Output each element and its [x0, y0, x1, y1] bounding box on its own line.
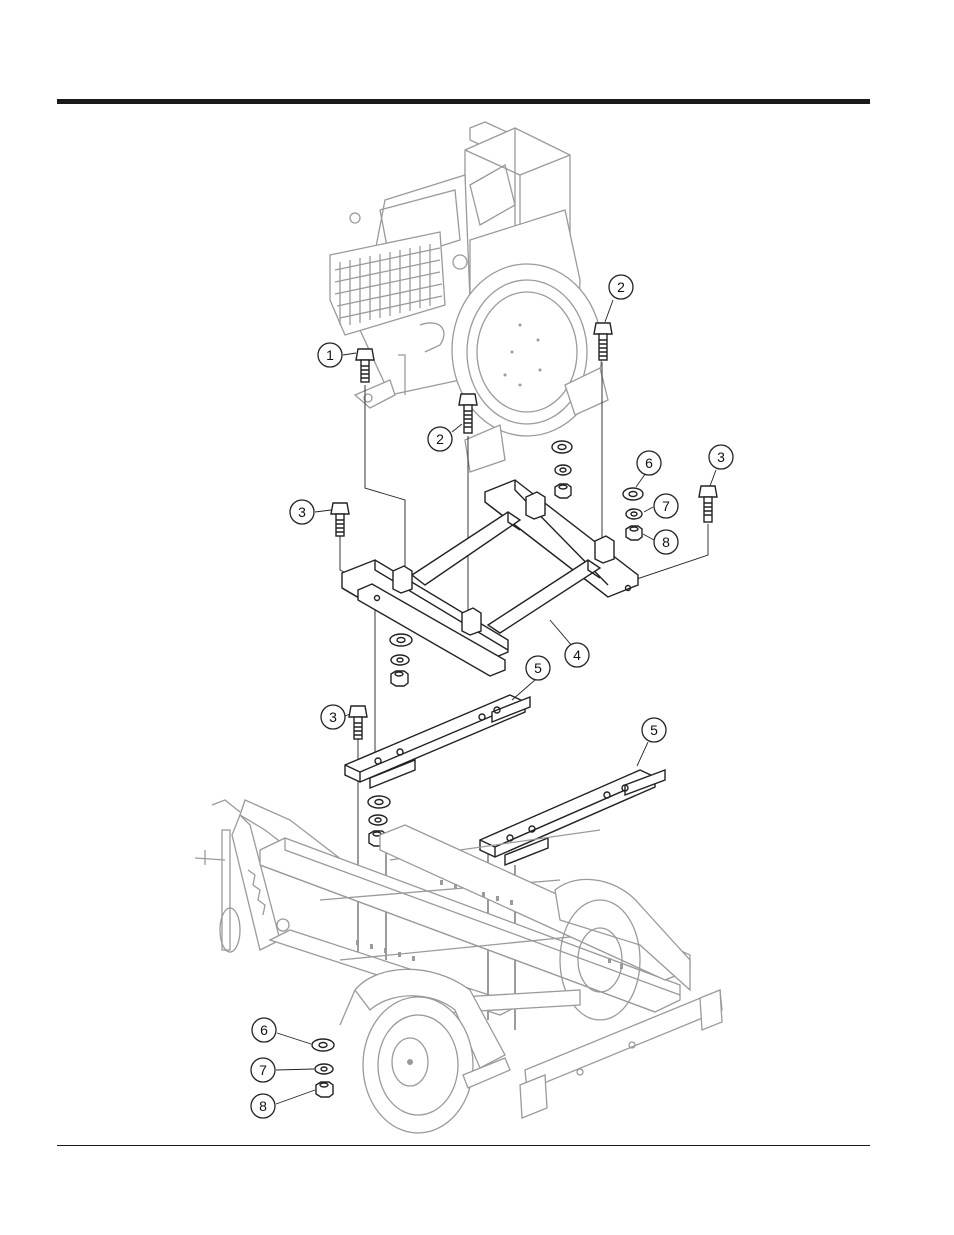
engine-mount-frame	[342, 480, 638, 676]
bolt-icon	[349, 706, 367, 739]
callout-4: 4	[565, 643, 589, 667]
svg-text:4: 4	[573, 647, 581, 663]
callout-8-upper: 8	[654, 530, 678, 554]
svg-text:7: 7	[259, 1062, 267, 1078]
bolt-icon	[331, 503, 349, 536]
callout-8-lower: 8	[251, 1094, 275, 1118]
svg-text:5: 5	[650, 722, 658, 738]
callout-6-upper: 6	[637, 451, 661, 475]
svg-text:1: 1	[326, 347, 334, 363]
callout-6-lower: 6	[252, 1018, 276, 1042]
callout-3-right: 3	[709, 445, 733, 469]
hardware-stack-lower	[312, 1039, 334, 1097]
callout-3-left: 3	[290, 500, 314, 524]
svg-text:8: 8	[662, 534, 670, 550]
callout-5-right: 5	[642, 718, 666, 742]
bolt-icon	[356, 349, 374, 382]
svg-text:5: 5	[534, 660, 542, 676]
hardware-stack-upper-right	[623, 488, 643, 540]
bolt-icon	[459, 394, 477, 433]
callout-7-upper: 7	[654, 494, 678, 518]
bolt-icon	[699, 486, 717, 522]
svg-text:2: 2	[617, 279, 625, 295]
hardware-stack-upper-middle	[552, 441, 572, 498]
callout-5-left: 5	[526, 656, 550, 680]
svg-text:8: 8	[259, 1098, 267, 1114]
svg-text:6: 6	[260, 1022, 268, 1038]
svg-text:7: 7	[662, 498, 670, 514]
callout-2-middle: 2	[428, 427, 452, 451]
svg-text:2: 2	[436, 431, 444, 447]
trailer-illustration	[195, 800, 722, 1133]
callout-3-lower: 3	[321, 705, 345, 729]
hardware-stack-frame-center	[390, 634, 412, 686]
svg-text:3: 3	[329, 709, 337, 725]
callout-1: 1	[318, 343, 342, 367]
svg-text:3: 3	[298, 504, 306, 520]
callout-7-lower: 7	[251, 1058, 275, 1082]
mounting-bracket-left	[345, 695, 530, 788]
callout-2-upper: 2	[609, 275, 633, 299]
svg-text:6: 6	[645, 455, 653, 471]
svg-text:3: 3	[717, 449, 725, 465]
mounting-bracket-right	[480, 770, 665, 865]
